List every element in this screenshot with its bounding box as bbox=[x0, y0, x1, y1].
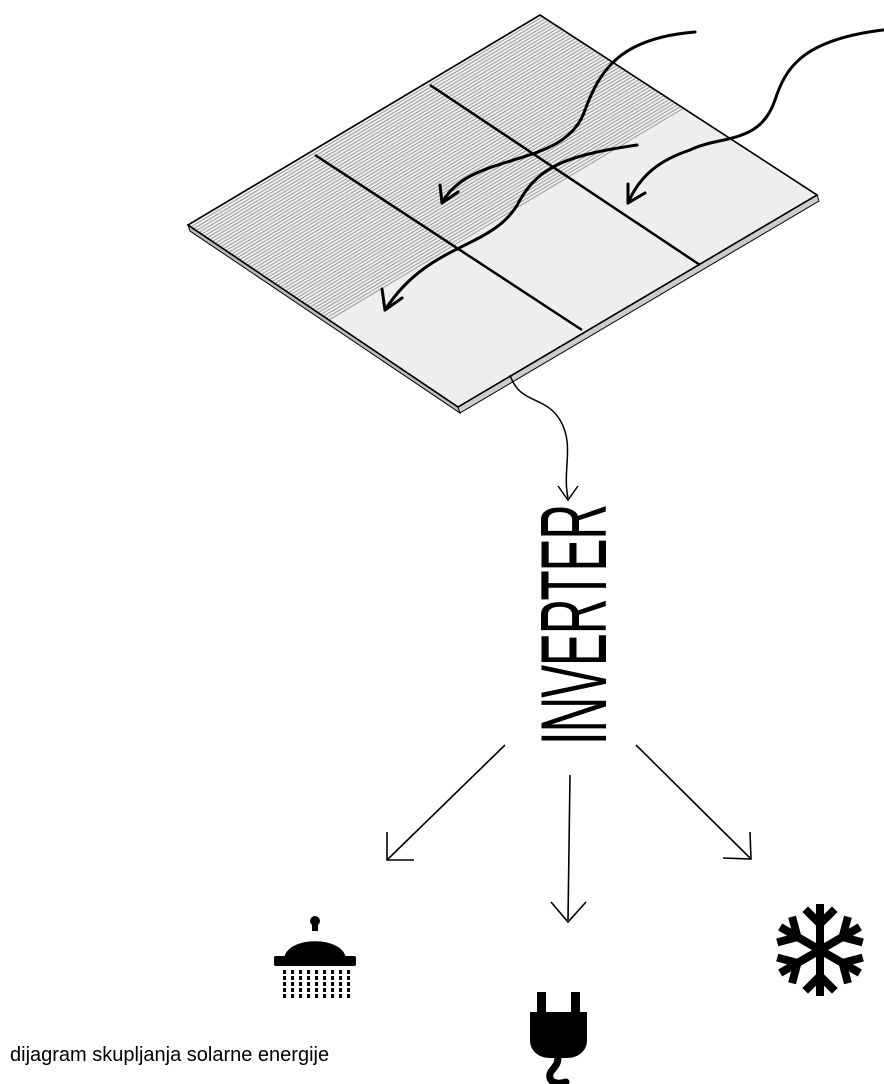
sunlight-arrow bbox=[626, 28, 884, 205]
shower-icon bbox=[274, 916, 356, 998]
cable-arrow bbox=[509, 374, 579, 502]
arrow-to-snowflake bbox=[635, 744, 752, 860]
sunlight-arrow bbox=[380, 287, 404, 312]
arrow-to-shower bbox=[386, 744, 506, 861]
snowflake-icon bbox=[776, 904, 864, 996]
solar-panel-icon bbox=[186, 14, 820, 415]
diagram-caption: dijagram skupljanja solarne energije bbox=[10, 1044, 330, 1066]
sunlight-arrow bbox=[438, 183, 460, 205]
arrow-to-plug bbox=[550, 774, 587, 924]
plug-icon bbox=[530, 992, 587, 1084]
output-arrows bbox=[386, 744, 752, 924]
sunlight-arrow bbox=[383, 143, 639, 312]
sunlight-arrow bbox=[440, 30, 697, 205]
inverter-label: INVERTER bbox=[521, 505, 626, 745]
sunlight-arrows bbox=[380, 28, 884, 312]
sunlight-arrow bbox=[626, 182, 647, 205]
